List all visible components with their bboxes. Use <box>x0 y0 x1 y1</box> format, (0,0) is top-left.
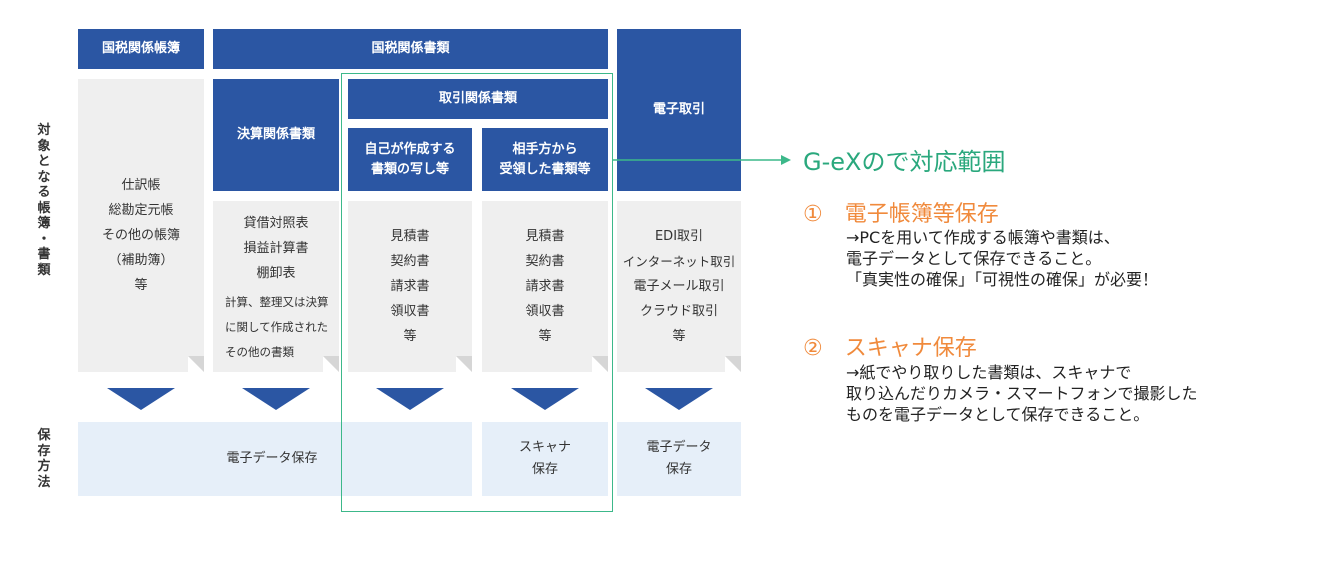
settlement-note: 計算、整理又は決算 に関して作成された その他の書類 <box>217 290 335 365</box>
target-label-char: 簿 <box>37 216 51 231</box>
header-transaction-docs: 取引関係書類 <box>348 79 608 119</box>
item1-description: →PCを用いて作成する帳簿や書類は、 電子データとして保存できること。 「真実性… <box>846 227 1158 290</box>
target-label-char: ・ <box>37 231 51 247</box>
item1-line: 電子データとして保存できること。 <box>846 249 1102 268</box>
received-item: 等 <box>538 329 552 344</box>
self-made-item: 契約書 <box>390 254 430 269</box>
settlement-note-line: その他の書類 <box>225 345 294 359</box>
header-self-made-line2: 書類の写し等 <box>370 161 449 177</box>
down-arrow-icon <box>107 388 175 410</box>
self-made-item: 見積書 <box>390 229 430 244</box>
header-tax-books: 国税関係帳簿 <box>78 29 204 69</box>
target-label-char: 帳 <box>37 200 51 216</box>
header-received: 相手方から 受領した書類等 <box>482 128 608 191</box>
panel-settlement: 貸借対照表 損益計算書 棚卸表 計算、整理又は決算 に関して作成された その他の… <box>213 201 339 372</box>
page-fold-corner <box>188 356 204 372</box>
panel-received: 見積書 契約書 請求書 領収書 等 <box>482 201 608 372</box>
self-made-item: 請求書 <box>390 279 430 294</box>
item2-line: 取り込んだりカメラ・スマートフォンで撮影した <box>846 384 1198 403</box>
settlement-note-line: に関して作成された <box>225 320 329 334</box>
target-label-char: 類 <box>37 262 51 278</box>
item2-description: →紙でやり取りした書類は、スキャナで 取り込んだりカメラ・スマートフォンで撮影し… <box>846 362 1198 425</box>
header-self-made: 自己が作成する 書類の写し等 <box>348 128 472 191</box>
header-self-made-line1: 自己が作成する <box>364 141 456 157</box>
method-label-char: 法 <box>37 474 51 490</box>
storage-electronic-data: 電子データ保存 <box>78 422 472 496</box>
electronic-item: インターネット取引 <box>622 254 736 269</box>
item2-heading: ② スキャナ保存 <box>803 336 977 361</box>
method-label-char: 保 <box>37 428 51 443</box>
books-item: その他の帳簿 <box>101 228 180 243</box>
storage-edata: 電子データ 保存 <box>617 422 741 496</box>
header-received-line2: 受領した書類等 <box>499 161 591 177</box>
target-label-char: と <box>37 154 51 169</box>
books-item: （補助簿） <box>108 253 174 268</box>
target-label-char: 対 <box>37 123 51 138</box>
received-item: 領収書 <box>525 304 565 319</box>
storage-scanner: スキャナ 保存 <box>482 422 608 496</box>
electronic-item: 電子メール取引 <box>633 279 725 294</box>
storage-scanner-line2: 保存 <box>531 462 558 477</box>
page-fold-corner <box>456 356 472 372</box>
target-label-char: な <box>37 169 51 185</box>
storage-scanner-line1: スキャナ <box>518 440 571 455</box>
down-arrow-icon <box>242 388 310 410</box>
received-item: 見積書 <box>525 229 565 244</box>
settlement-item: 損益計算書 <box>243 241 309 256</box>
electronic-item: 等 <box>672 329 686 344</box>
down-arrow-icon <box>511 388 579 410</box>
page-fold-corner <box>592 356 608 372</box>
header-tax-documents: 国税関係書類 <box>213 29 608 69</box>
self-made-item: 領収書 <box>390 304 430 319</box>
down-arrow-icon <box>376 388 444 410</box>
storage-electronic-data-text: 電子データ保存 <box>226 451 318 466</box>
connector-arrow-icon <box>613 155 791 165</box>
panel-self-made: 見積書 契約書 請求書 領収書 等 <box>348 201 472 372</box>
header-settlement-docs-text: 決算関係書類 <box>236 127 315 142</box>
electronic-item: EDI取引 <box>654 229 704 244</box>
settlement-note-line: 計算、整理又は決算 <box>225 295 329 309</box>
electronic-item: クラウド取引 <box>639 304 718 319</box>
books-item: 総勘定元帳 <box>108 203 174 218</box>
item1-heading: ① 電子帳簿等保存 <box>803 202 999 227</box>
settlement-item: 貸借対照表 <box>243 216 309 231</box>
panel-books: 仕訳帳 総勘定元帳 その他の帳簿 （補助簿） 等 <box>78 79 204 372</box>
method-label-char: 存 <box>37 443 51 459</box>
header-settlement-docs: 決算関係書類 <box>213 79 339 191</box>
item1-line: 「真実性の確保」「可視性の確保」が必要！ <box>846 270 1159 289</box>
header-transaction-docs-text: 取引関係書類 <box>438 91 517 106</box>
page-fold-corner <box>725 356 741 372</box>
header-received-line1: 相手方から <box>512 141 578 157</box>
target-label-char: 象 <box>37 138 51 154</box>
books-item: 等 <box>134 278 148 293</box>
item2-line: →紙でやり取りした書類は、スキャナで <box>846 363 1132 382</box>
header-electronic-transaction-text: 電子取引 <box>652 102 705 117</box>
storage-edata-line2: 保存 <box>665 462 692 477</box>
target-books-label: 対 象 と な る 帳 簿 ・ 書 類 <box>34 123 54 278</box>
self-made-item: 等 <box>403 329 417 344</box>
target-label-char: 書 <box>37 247 51 262</box>
panel-electronic: EDI取引 インターネット取引 電子メール取引 クラウド取引 等 <box>617 201 741 372</box>
page-fold-corner <box>323 356 339 372</box>
header-tax-books-text: 国税関係帳簿 <box>101 41 180 56</box>
settlement-item: 棚卸表 <box>256 266 296 281</box>
received-item: 契約書 <box>525 254 565 269</box>
target-label-char: る <box>37 185 51 200</box>
down-arrow-icon <box>645 388 713 410</box>
g-ex-coverage-frame <box>341 73 613 512</box>
method-label-char: 方 <box>37 459 51 474</box>
received-item: 請求書 <box>525 279 565 294</box>
storage-edata-line1: 電子データ <box>646 440 712 455</box>
item2-line: ものを電子データとして保存できること。 <box>846 405 1150 424</box>
header-tax-documents-text: 国税関係書類 <box>371 41 450 56</box>
books-item: 仕訳帳 <box>121 178 161 193</box>
coverage-title: G-eXので対応範囲 <box>803 148 1006 176</box>
storage-method-label: 保 存 方 法 <box>34 428 54 490</box>
item1-line: →PCを用いて作成する帳簿や書類は、 <box>846 228 1120 247</box>
header-electronic-transaction: 電子取引 <box>617 29 741 191</box>
